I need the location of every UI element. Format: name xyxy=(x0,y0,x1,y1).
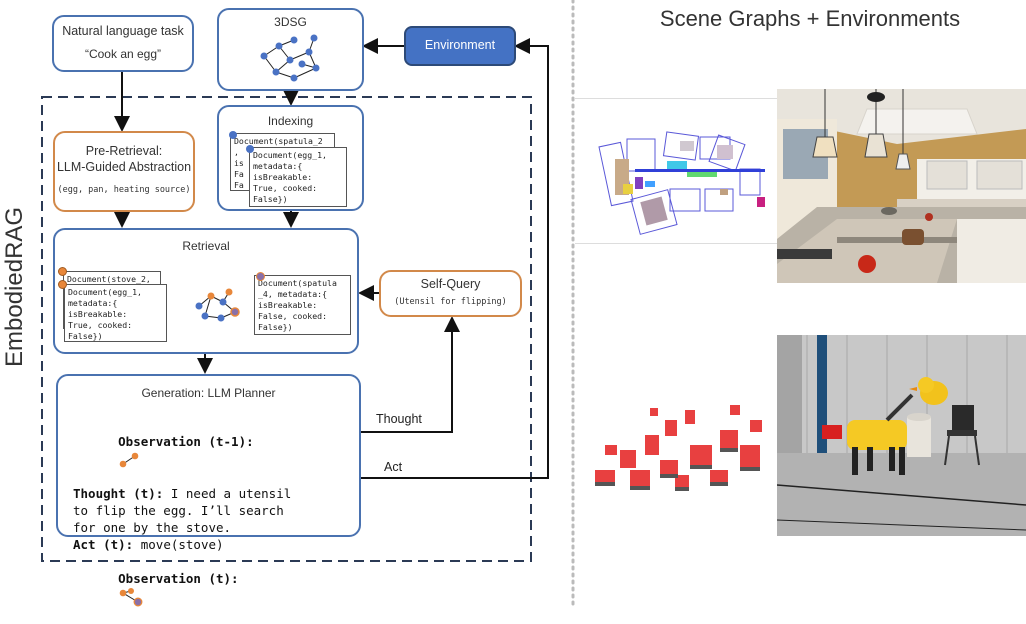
selfquery-box: Self-Query (Utensil for flipping) xyxy=(379,270,522,317)
gen-observation: Observation (t): xyxy=(73,553,291,624)
gen-thought-text-1: I need a utensil xyxy=(163,485,292,501)
task-box: Natural language task “Cook an egg” xyxy=(52,15,194,72)
edge-label-thought: Thought xyxy=(376,412,422,426)
gen-observation-prev: Observation (t-1): xyxy=(73,416,291,485)
preretrieval-box: Pre-Retrieval: LLM-Guided Abstraction (e… xyxy=(53,131,195,212)
indexing-node-dot-1 xyxy=(229,131,237,139)
generation-box: Generation: LLM Planner Observation (t-1… xyxy=(56,374,361,606)
gen-thought-line-2: to flip the egg. I’ll search xyxy=(73,502,284,518)
kitchen-scene-drawing xyxy=(777,89,1026,283)
observation-graph-icon xyxy=(119,587,143,606)
preretrieval-title-1: Pre-Retrieval: xyxy=(85,144,163,158)
gen-thought-line-1: Thought (t): I need a utensil xyxy=(73,485,291,502)
robot-environment-image xyxy=(777,335,1026,536)
environment-box: Environment xyxy=(404,26,516,66)
arrow-thought-to-selfquery xyxy=(360,316,460,433)
3dsg-box: 3DSG xyxy=(217,8,364,91)
task-text: “Cook an egg” xyxy=(84,47,162,61)
gen-obs-label: Observation (t): xyxy=(118,570,239,586)
task-title: Natural language task xyxy=(62,24,184,38)
retrieval-doc-dot-1 xyxy=(58,267,67,276)
gen-thought-line-3: for one by the stove. xyxy=(73,519,232,535)
selfquery-title: Self-Query xyxy=(420,277,481,291)
scene-graph-1-panel xyxy=(575,98,777,244)
gen-act-line: Act (t): move(stove) xyxy=(73,536,291,553)
retrieval-title: Retrieval xyxy=(182,239,230,253)
preretrieval-title-2: LLM-Guided Abstraction xyxy=(56,160,192,174)
indexing-box: Indexing Document(spatula_2 , is Fa Fa D… xyxy=(217,105,364,211)
retrieval-doc-dot-3 xyxy=(256,272,265,281)
3dsg-title: 3DSG xyxy=(274,15,307,29)
gen-act-label: Act (t): xyxy=(73,536,134,552)
generation-body: Observation (t-1): Thought (t): I need a… xyxy=(73,416,291,624)
3dsg-graph-icon xyxy=(260,34,320,82)
embodiedrag-label: EmbodiedRAG xyxy=(1,206,28,367)
indexing-node-dot-2 xyxy=(246,145,254,153)
arrow-act-to-environment xyxy=(360,38,549,479)
retrieval-box: Retrieval Document(stove_2, me is Fa Fa … xyxy=(53,228,359,354)
indexing-doc-front: Document(egg_1, metadata:{ isBreakable: … xyxy=(249,147,347,207)
retrieval-subgraph-icon xyxy=(195,288,240,322)
retrieval-doc-dot-2 xyxy=(58,280,67,289)
observation-prev-graph-icon xyxy=(119,452,139,467)
preretrieval-text: (egg, pan, heating source) xyxy=(57,185,191,195)
generation-title: Generation: LLM Planner xyxy=(141,386,276,400)
robot-scene-drawing xyxy=(777,335,1026,536)
indexing-title: Indexing xyxy=(267,114,314,128)
gen-thought-label: Thought (t): xyxy=(73,485,164,501)
gen-act-text: move(stove) xyxy=(133,536,224,552)
scene-graph-2-image xyxy=(595,405,762,491)
edge-label-act: Act xyxy=(384,460,403,474)
retrieval-doc-front: Document(egg_1, metadata:{ isBreakable: … xyxy=(64,284,167,342)
gen-obs-prev-label: Observation (t-1): xyxy=(118,434,254,449)
kitchen-environment-image xyxy=(777,89,1026,283)
right-title: Scene Graphs + Environments xyxy=(659,6,961,31)
scene-graph-1-image xyxy=(598,131,765,235)
selfquery-text: (Utensil for flipping) xyxy=(394,297,507,307)
retrieval-doc-right: Document(spatula _4, metadata:{ isBreaka… xyxy=(254,275,351,335)
scene-graph-2-panel xyxy=(590,390,775,500)
